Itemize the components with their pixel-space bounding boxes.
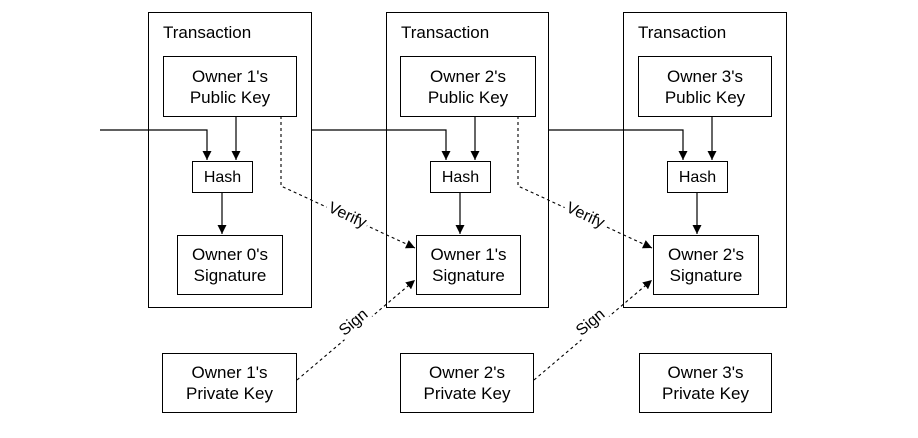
public-key-label: Public Key — [664, 87, 746, 107]
signature-label: Signature — [669, 266, 743, 285]
sign-arrow-2 — [533, 279, 653, 381]
chain-arrow-1-2 — [311, 129, 451, 160]
private-key-owner: Owner 1's — [191, 363, 268, 382]
signature-owner: Owner 0's — [192, 245, 268, 264]
private-key-label: Private Key — [423, 384, 511, 403]
hash-box-1: Hash — [192, 161, 253, 193]
private-key-label: Private Key — [186, 384, 273, 403]
transaction-box-2: Transaction — [386, 12, 549, 308]
transaction-title: Transaction — [163, 23, 252, 42]
chain-arrow-in — [100, 129, 212, 160]
hash-box-2: Hash — [430, 161, 491, 193]
public-key-label: Public Key — [427, 87, 509, 107]
hash-label: Hash — [441, 168, 480, 186]
private-key-owner: Owner 2's — [429, 363, 505, 382]
transaction-box-3: Transaction — [623, 12, 787, 308]
hash-label: Hash — [678, 168, 717, 186]
chain-arrow-2-3 — [548, 129, 688, 160]
sign-arrow-1 — [296, 279, 416, 381]
signature-owner: Owner 1's — [430, 245, 507, 264]
public-key-label: Public Key — [189, 87, 271, 107]
private-key-owner: Owner 3's — [667, 363, 744, 382]
public-key-owner: Owner 3's — [666, 66, 743, 86]
signature-label: Signature — [193, 266, 267, 285]
verify-arrow-2 — [517, 116, 653, 249]
hash-box-3: Hash — [667, 161, 728, 193]
transaction-box-1: Transaction — [148, 12, 312, 308]
verify-arrow-1 — [280, 116, 416, 249]
transaction-title: Transaction — [401, 23, 490, 42]
hash-label: Hash — [203, 168, 242, 186]
signature-label: Signature — [432, 266, 505, 285]
transaction-title: Transaction — [638, 23, 727, 42]
signature-owner: Owner 2's — [668, 245, 744, 264]
private-key-label: Private Key — [662, 384, 749, 403]
public-key-owner: Owner 2's — [429, 66, 506, 86]
public-key-owner: Owner 1's — [191, 66, 268, 86]
